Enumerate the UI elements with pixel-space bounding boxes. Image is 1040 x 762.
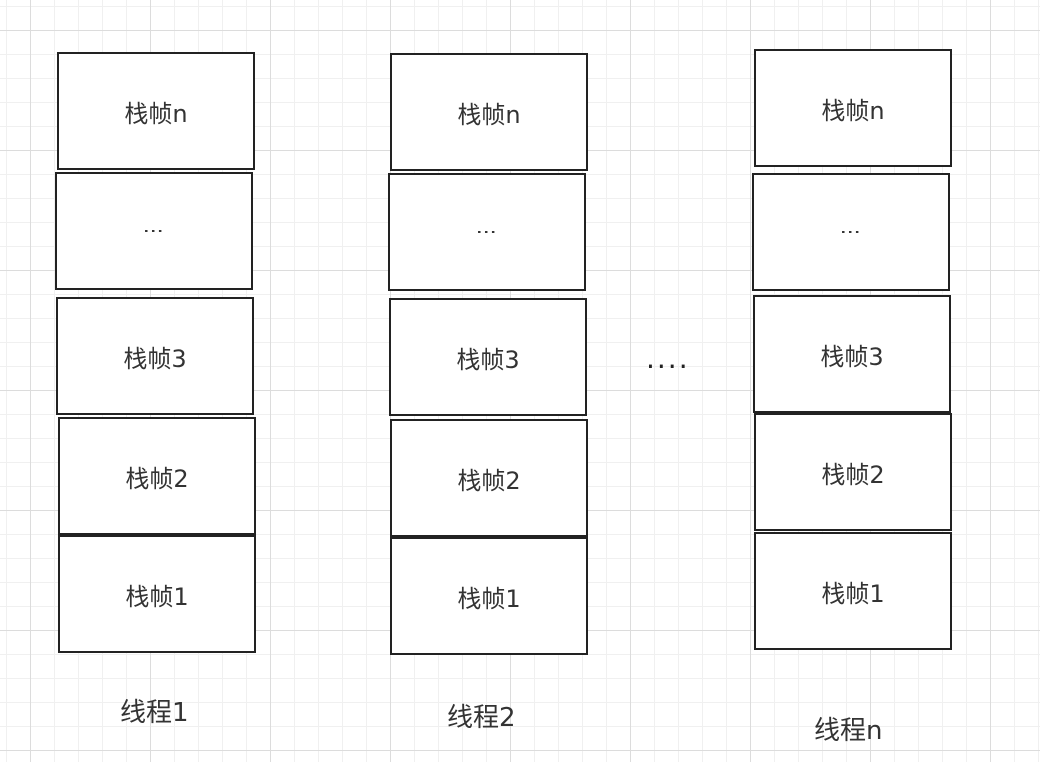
vertical-ellipsis: ⋮ <box>142 221 166 241</box>
stack-frame-label: 栈帧n <box>457 100 521 129</box>
vertical-ellipsis: ⋮ <box>475 222 499 242</box>
stack-frame-label: 栈帧3 <box>123 344 187 373</box>
stack-frame-n: 栈帧n <box>754 49 952 167</box>
thread-label-2: 线程2 <box>447 703 516 733</box>
stack-frame-label: 栈帧2 <box>125 464 189 493</box>
stack-frame-2: 栈帧2 <box>754 413 952 531</box>
stack-frame-label: 栈帧1 <box>125 582 189 611</box>
stack-frame-2: 栈帧2 <box>58 417 256 535</box>
vertical-ellipsis: ⋮ <box>839 222 863 242</box>
stack-frame-n: 栈帧n <box>57 52 255 170</box>
stack-frame-label: 栈帧1 <box>457 584 521 613</box>
stack-frame-label: 栈帧1 <box>821 579 885 608</box>
stack-frame-3: 栈帧3 <box>753 295 951 413</box>
stack-frame-n: 栈帧n <box>390 53 588 171</box>
stack-frame-3: 栈帧3 <box>389 298 587 416</box>
stack-frame-label: 栈帧2 <box>821 460 885 489</box>
stack-frame-ellipsis: ⋮ <box>388 173 586 291</box>
stack-frame-1: 栈帧1 <box>58 535 256 653</box>
stack-frame-ellipsis: ⋮ <box>752 173 950 291</box>
stack-frame-label: 栈帧n <box>124 99 188 128</box>
stack-frame-3: 栈帧3 <box>56 297 254 415</box>
stack-frame-ellipsis: ⋮ <box>55 172 253 290</box>
stack-frame-label: 栈帧2 <box>457 466 521 495</box>
stack-frame-label: 栈帧3 <box>820 342 884 371</box>
horizontal-ellipsis: ···· <box>646 350 690 383</box>
stack-frame-label: 栈帧3 <box>456 345 520 374</box>
stack-frame-2: 栈帧2 <box>390 419 588 537</box>
thread-label-n: 线程n <box>814 716 883 746</box>
thread-label-1: 线程1 <box>120 698 189 728</box>
stack-frame-label: 栈帧n <box>821 96 885 125</box>
stack-frame-1: 栈帧1 <box>754 532 952 650</box>
stack-frame-1: 栈帧1 <box>390 537 588 655</box>
